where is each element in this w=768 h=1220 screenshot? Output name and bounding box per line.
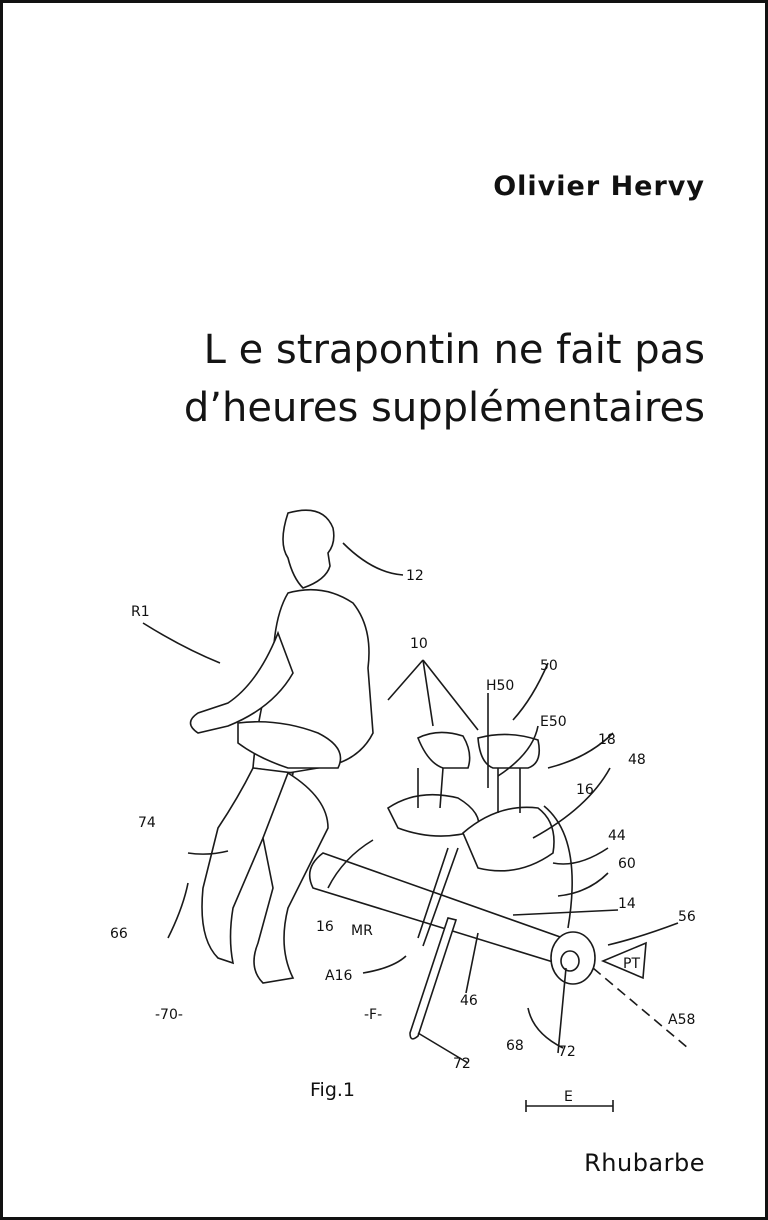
label-72-left: 72 — [453, 1056, 471, 1072]
label-48: 48 — [628, 752, 646, 768]
patent-drawing: 12 R1 10 H50 50 E50 18 48 16 74 44 60 66… — [110, 509, 696, 1112]
label-68: 68 — [506, 1038, 524, 1054]
label-R1: R1 — [131, 604, 150, 620]
author-name: Olivier Hervy — [493, 171, 705, 202]
label-50: 50 — [540, 658, 558, 674]
label-18: 18 — [598, 732, 616, 748]
beam — [308, 852, 689, 1049]
seat-left — [386, 731, 480, 837]
figure-caption: Fig.1 — [310, 1079, 355, 1101]
label-16-bottom: 16 — [316, 919, 334, 935]
book-title: L e strapontin ne fait pas d’heures supp… — [85, 321, 705, 437]
label-A58: A58 — [668, 1012, 695, 1028]
label-PT: PT — [623, 956, 640, 972]
label-46: 46 — [460, 993, 478, 1009]
label-A16: A16 — [325, 968, 352, 984]
label-MR: MR — [351, 923, 373, 939]
publisher-name: Rhubarbe — [584, 1149, 705, 1177]
seated-person — [189, 509, 374, 984]
label-60: 60 — [618, 856, 636, 872]
label-10: 10 — [410, 636, 428, 652]
label-F: -F- — [364, 1007, 382, 1023]
label-H50: H50 — [486, 678, 514, 694]
label-14: 14 — [618, 896, 636, 912]
label-E: E — [564, 1089, 573, 1105]
title-line-1: L e strapontin ne fait pas — [203, 327, 705, 373]
label-E50: E50 — [540, 714, 567, 730]
label-66: 66 — [110, 926, 128, 942]
label-74: 74 — [138, 815, 156, 831]
label-44: 44 — [608, 828, 626, 844]
label-56: 56 — [678, 909, 696, 925]
patent-illustration: 12 R1 10 H50 50 E50 18 48 16 74 44 60 66… — [88, 468, 710, 1118]
seat-right — [409, 733, 573, 1040]
label-72-right: 72 — [558, 1044, 576, 1060]
title-line-2: d’heures supplémentaires — [183, 385, 705, 431]
label-70: -70- — [155, 1007, 183, 1023]
label-16-top: 16 — [576, 782, 594, 798]
label-12: 12 — [406, 568, 424, 584]
leader-lines — [142, 542, 679, 1112]
